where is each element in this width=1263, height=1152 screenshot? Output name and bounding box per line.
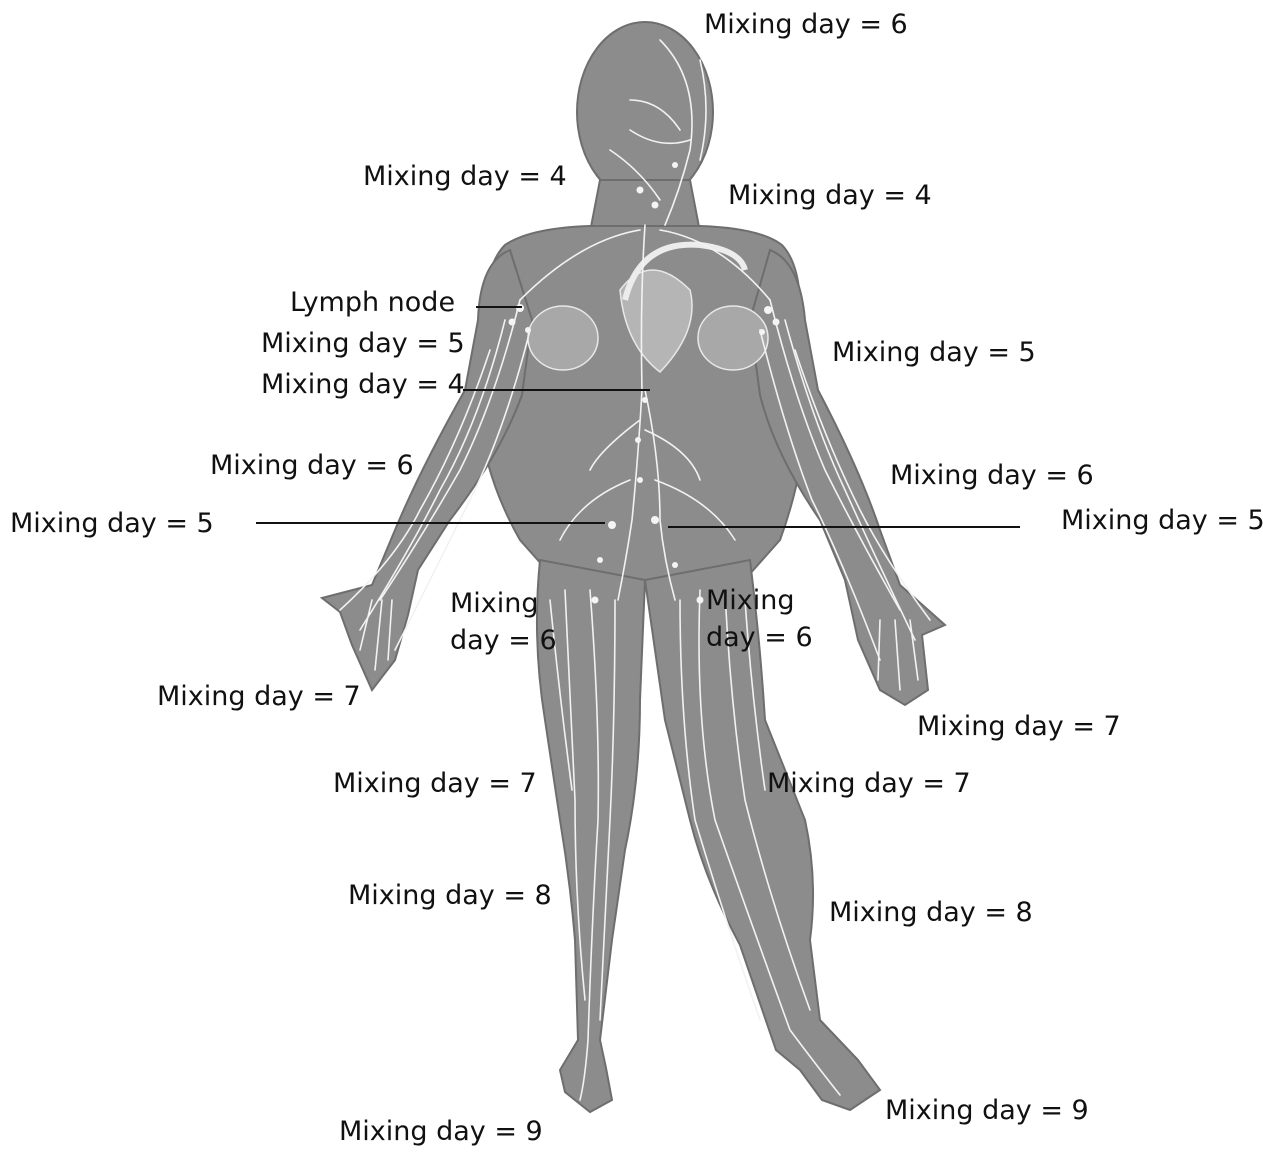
- shin-left-label: Mixing day = 8: [829, 896, 1033, 930]
- thigh-left-label: Mixing day = 7: [767, 767, 971, 801]
- thigh-right-label: Mixing day = 7: [333, 767, 537, 801]
- foot-right-label: Mixing day = 9: [339, 1115, 543, 1149]
- shin-right-label: Mixing day = 8: [348, 879, 552, 913]
- groin-right-label-line2: day = 6: [450, 624, 557, 658]
- lymph-node-label: Lymph node: [290, 286, 455, 320]
- neck-right-label: Mixing day = 4: [363, 160, 567, 194]
- abdomen-right-label: Mixing day = 5: [10, 507, 214, 541]
- thoracic-duct-label: Mixing day = 4: [261, 368, 465, 402]
- head-label: Mixing day = 6: [704, 8, 908, 42]
- hand-right-label: Mixing day = 7: [157, 680, 361, 714]
- axilla-left-label: Mixing day = 5: [832, 336, 1036, 370]
- forearm-right-label: Mixing day = 6: [210, 449, 414, 483]
- abdomen-left-label: Mixing day = 5: [1061, 504, 1263, 538]
- right-breast-gland: [528, 306, 598, 370]
- left-breast-gland: [698, 306, 768, 370]
- neck-left-label: Mixing day = 4: [728, 179, 932, 213]
- axilla-right-label: Mixing day = 5: [261, 327, 465, 361]
- groin-right-label-line1: Mixing: [450, 587, 539, 621]
- hand-left-label: Mixing day = 7: [917, 710, 1121, 744]
- forearm-left-label: Mixing day = 6: [890, 459, 1094, 493]
- foot-left-label: Mixing day = 9: [885, 1094, 1089, 1128]
- head-shape: [577, 22, 713, 202]
- groin-left-label-line2: day = 6: [706, 621, 813, 655]
- groin-left-label-line1: Mixing: [706, 584, 795, 618]
